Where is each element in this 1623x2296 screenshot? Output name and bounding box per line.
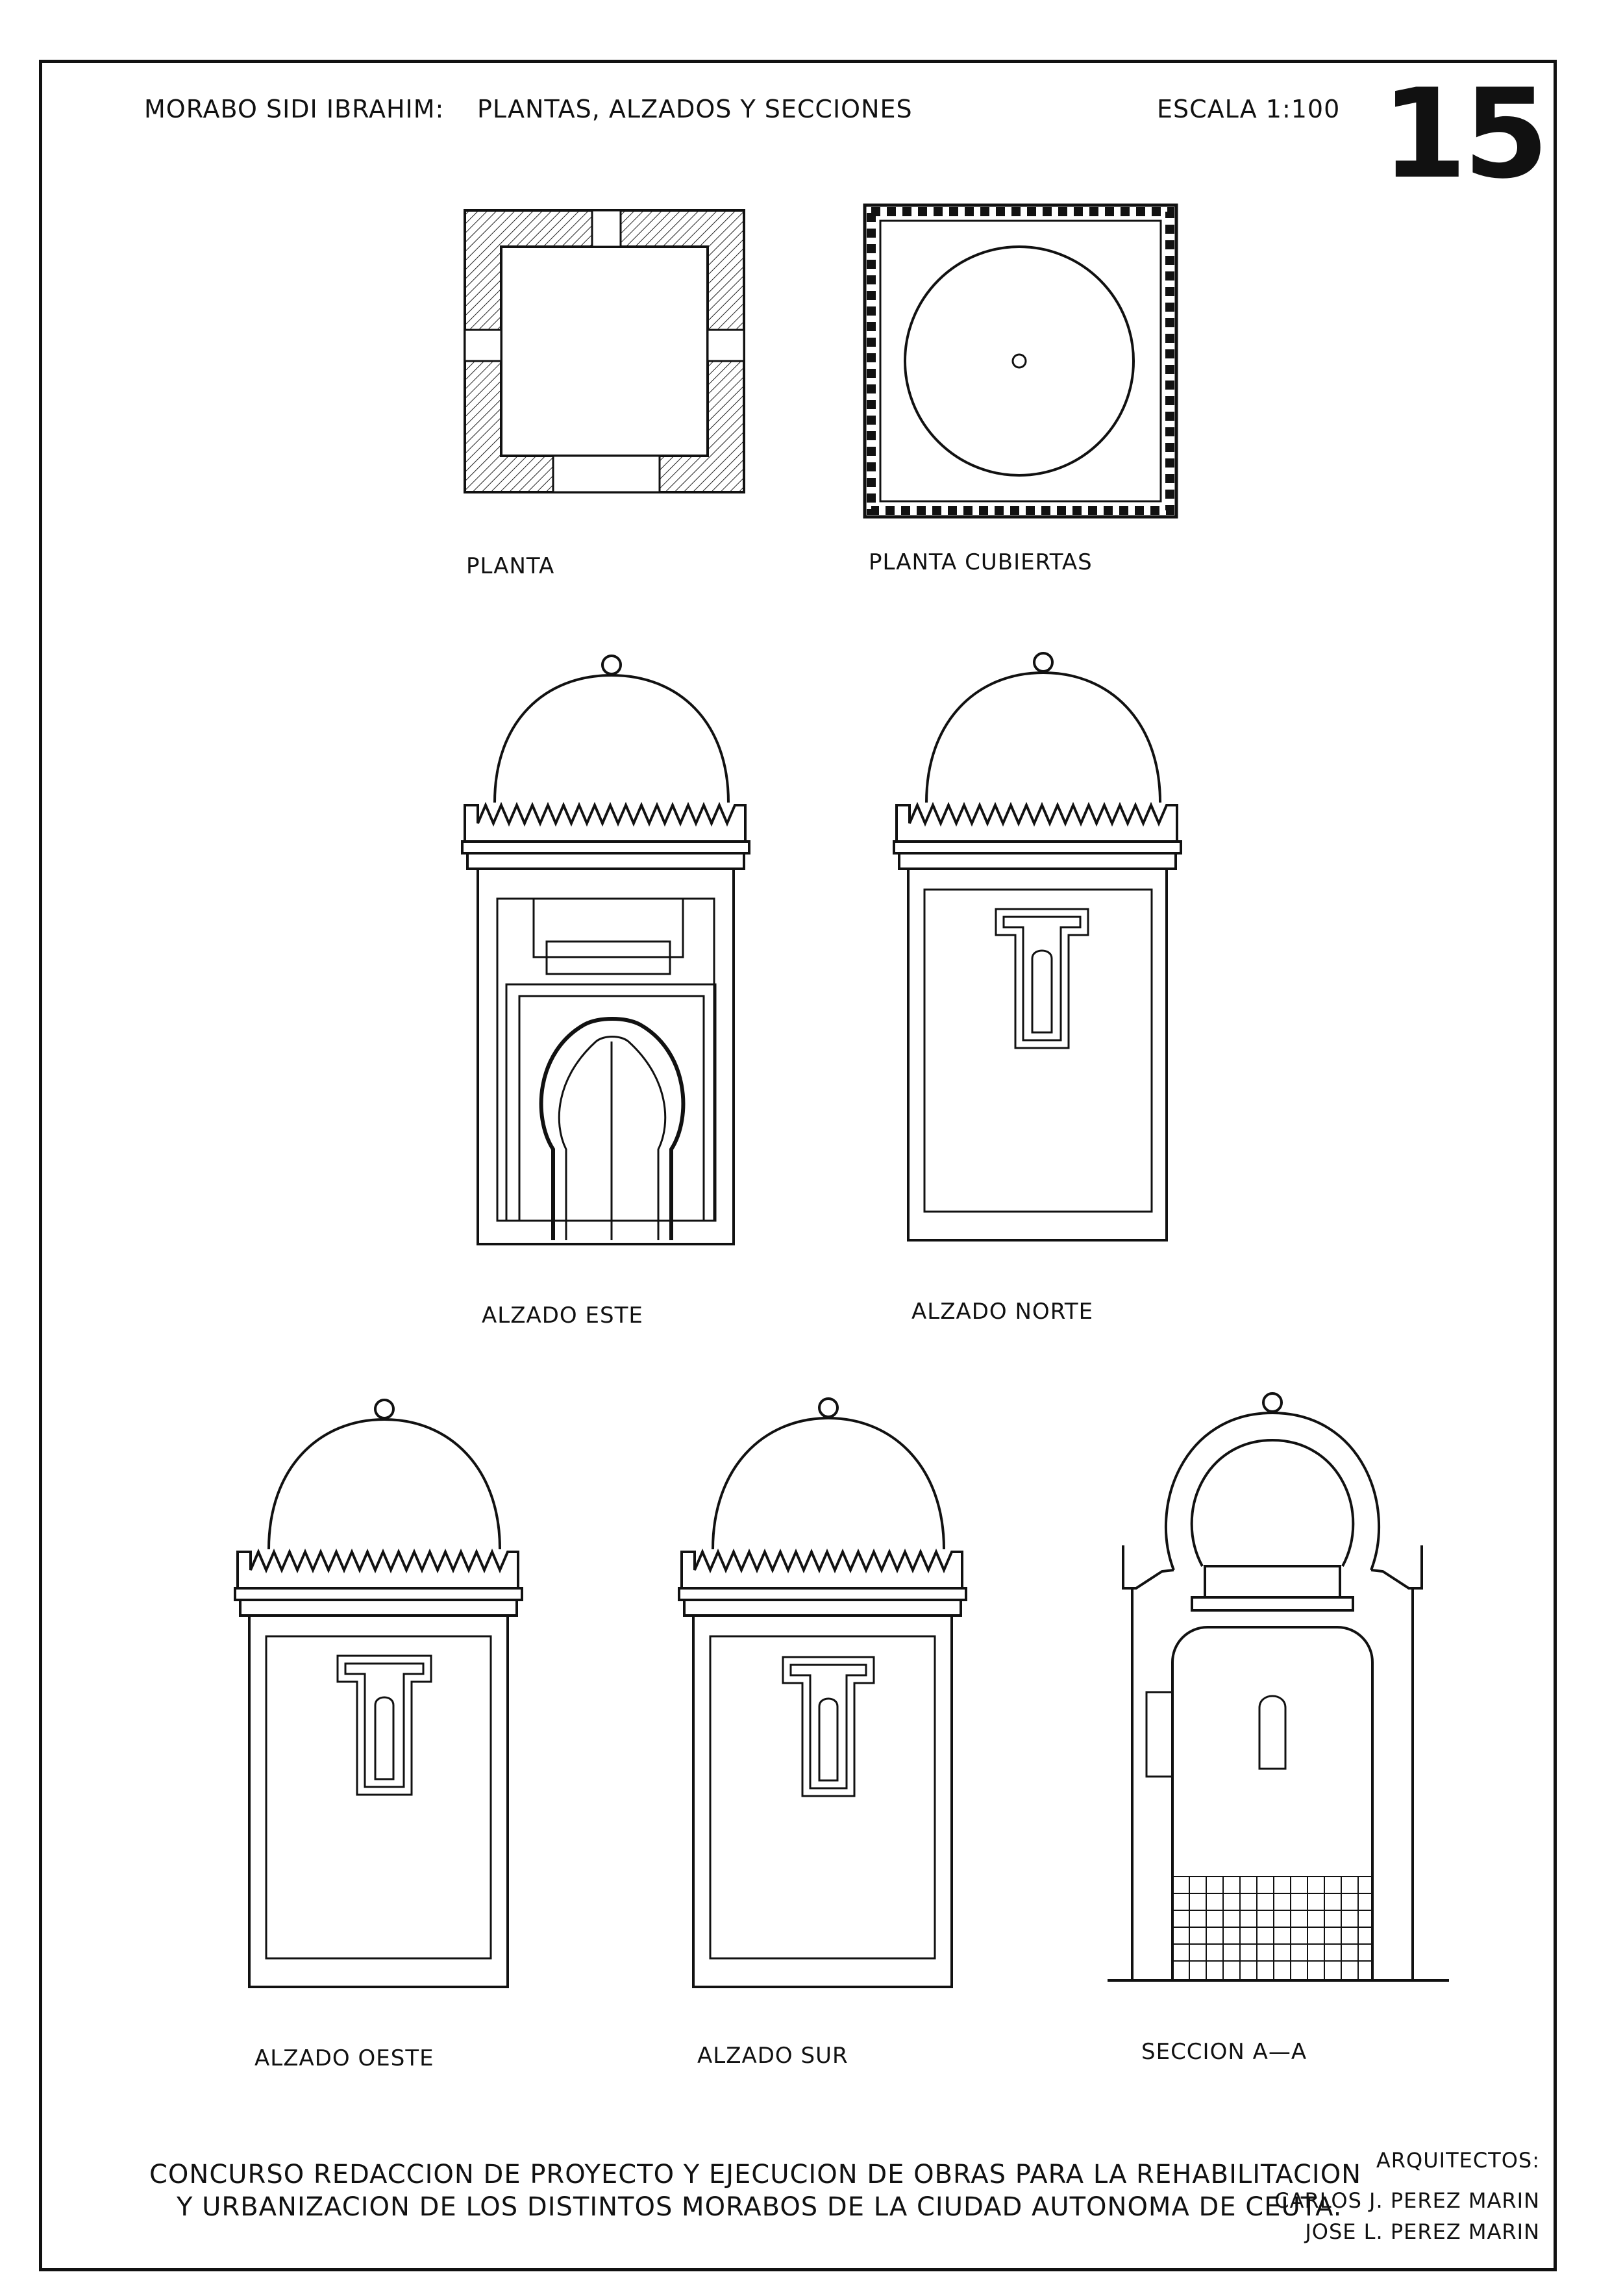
project-title: MORABO SIDI IBRAHIM: [144, 95, 445, 123]
plan-opening-west [464, 329, 502, 362]
footer-line-2: Y URBANIZACION DE LOS DISTINTOS MORABOS … [177, 2192, 1343, 2222]
plan-opening-north [591, 209, 622, 248]
scale-label: ESCALA 1:100 [1157, 95, 1341, 123]
label-alzado-sur: ALZADO SUR [697, 2043, 849, 2069]
label-planta-cubiertas: PLANTA CUBIERTAS [869, 549, 1093, 575]
label-alzado-este: ALZADO ESTE [482, 1303, 643, 1329]
west-elevation [234, 1399, 523, 1988]
south-elevation [678, 1397, 967, 1988]
section-tile-grid [1172, 1876, 1373, 1981]
floor-plan [464, 209, 745, 493]
plan-door-opening [552, 455, 661, 493]
dome-outline [904, 245, 1135, 477]
sheet-subject: PLANTAS, ALZADOS Y SECCIONES [477, 95, 913, 123]
label-alzado-oeste: ALZADO OESTE [254, 2045, 434, 2071]
architect-name-1: CARLOS J. PEREZ MARIN [1274, 2188, 1540, 2213]
label-alzado-norte: ALZADO NORTE [911, 1299, 1094, 1325]
drawing-sheet-border [39, 60, 1557, 2271]
section-a-a [1108, 1392, 1449, 1982]
architect-name-2: JOSE L. PEREZ MARIN [1305, 2219, 1540, 2244]
label-seccion-a-a: SECCION A—A [1141, 2039, 1307, 2065]
east-elevation [461, 655, 750, 1245]
label-planta: PLANTA [466, 553, 555, 579]
footer-line-1: CONCURSO REDACCION DE PROYECTO Y EJECUCI… [149, 2160, 1362, 2190]
roof-plan [863, 203, 1178, 519]
architects-heading: ARQUITECTOS: [1376, 2148, 1540, 2173]
plan-interior [500, 245, 709, 457]
north-elevation [893, 652, 1182, 1242]
plan-opening-east [706, 329, 745, 362]
sheet-number: 15 [1381, 62, 1549, 206]
dome-finial [1011, 353, 1027, 369]
